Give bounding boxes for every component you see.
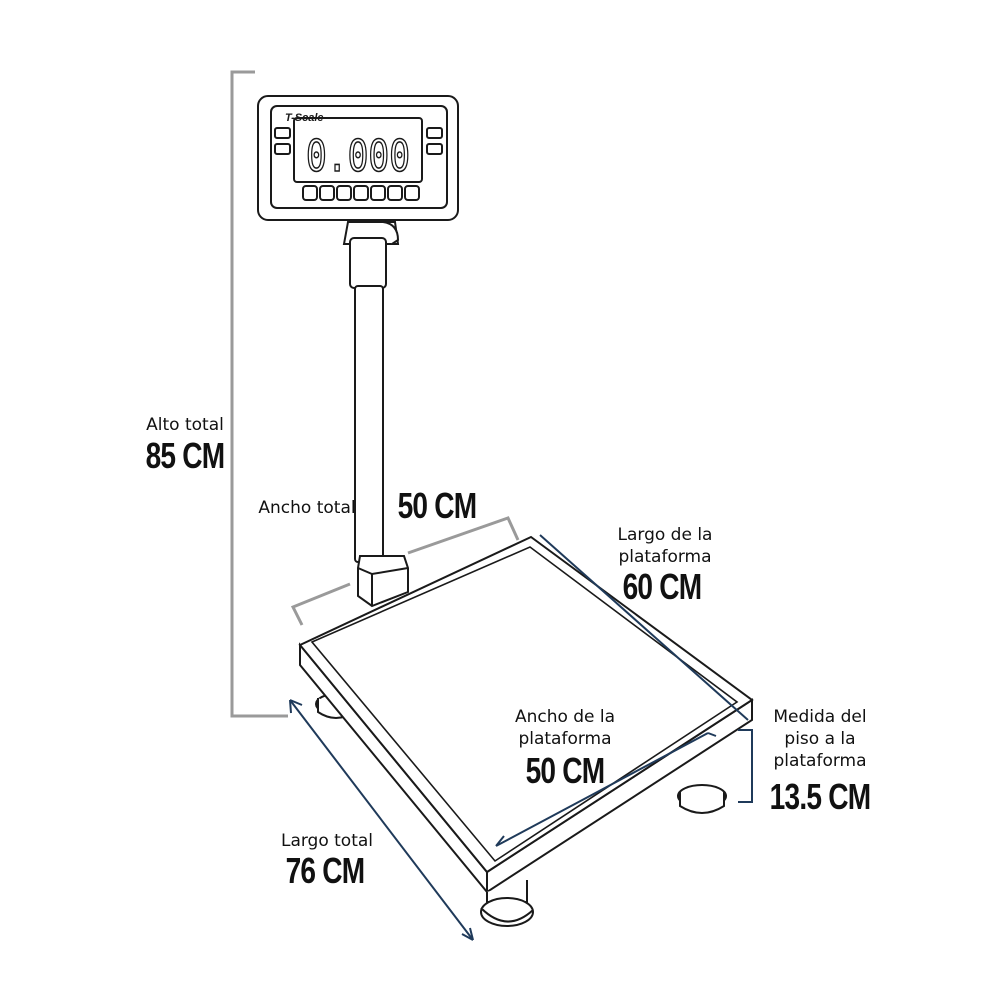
medida-piso-label-3: plataforma (773, 751, 867, 771)
medida-piso-bracket (738, 729, 753, 803)
largo-plataforma-label-2: plataforma (618, 547, 712, 567)
brand-logo: T-Scale (285, 112, 324, 124)
display-window (293, 117, 423, 183)
ancho-total-label: Ancho total (258, 498, 356, 518)
alto-total-value: 85 CM (145, 435, 226, 476)
indicator-display (257, 95, 459, 221)
largo-total-label: Largo total (280, 831, 374, 851)
display-bezel (270, 105, 448, 209)
pole-base (357, 555, 409, 608)
alto-total-bracket (230, 70, 288, 718)
ancho-total-value: 50 CM (397, 485, 478, 526)
ancho-total-bracket (290, 516, 520, 626)
ancho-plataforma-label-2: plataforma (518, 729, 612, 749)
largo-plataforma-line (539, 534, 749, 721)
platform-inner (310, 546, 739, 863)
largo-plataforma-label-1: Largo de la (617, 525, 713, 545)
largo-plataforma-value: 60 CM (622, 566, 703, 607)
platform-top (298, 535, 754, 874)
ancho-plataforma-line (495, 732, 717, 847)
medida-piso-label-2: piso a la (784, 729, 856, 749)
foot-front (480, 880, 534, 927)
navy-dimension-lines (289, 534, 753, 941)
alto-total-label: Alto total (146, 415, 224, 435)
keypad-buttons (302, 185, 420, 201)
largo-total-value: 76 CM (285, 850, 366, 891)
ancho-plataforma-value: 50 CM (525, 750, 606, 791)
largo-plataforma-block: Largo de la plataforma (590, 524, 740, 568)
display-reading: 0.000 (306, 131, 410, 182)
largo-total-line (289, 699, 474, 941)
ancho-plataforma-block: Ancho de la plataforma (490, 706, 640, 750)
ancho-plataforma-label-1: Ancho de la (514, 707, 616, 727)
medida-piso-label-1: Medida del (773, 707, 867, 727)
medida-piso-block: Medida del piso a la plataforma (755, 706, 885, 772)
display-housing (257, 95, 459, 221)
pole-assembly (342, 221, 409, 608)
medida-piso-value: 13.5 CM (769, 776, 871, 817)
